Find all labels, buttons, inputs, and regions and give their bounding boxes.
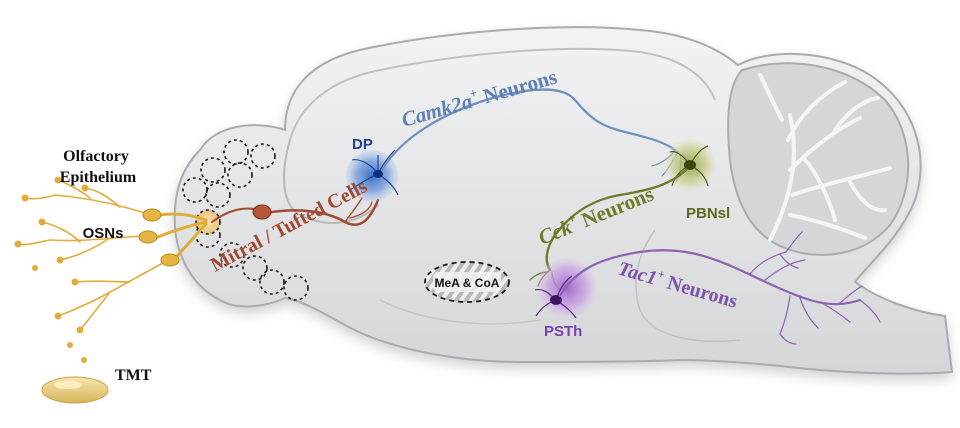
olfactory-line2: Epithelium <box>60 169 137 186</box>
mea-coa-region <box>424 261 510 303</box>
cortex-fold <box>289 47 716 141</box>
olfactory-line1: Olfactory <box>63 148 129 165</box>
camk2a-plus: + <box>468 85 479 101</box>
ventral-fold <box>379 299 541 325</box>
osns-label: OSNs <box>83 225 124 242</box>
tac1-projection <box>558 231 881 345</box>
glomeruli-circles <box>182 139 309 301</box>
dp-soma <box>373 170 383 178</box>
tac1-plus: + <box>656 267 667 282</box>
olfactory-bulb-boundary <box>283 139 379 224</box>
cerebellum <box>727 62 910 256</box>
olfactory-neuron-icon <box>14 176 208 363</box>
mitral-cell-icon <box>211 197 380 226</box>
psth-soma <box>550 295 562 305</box>
psth-label: PSTh <box>544 323 582 340</box>
tmt-label: TMT <box>115 367 152 384</box>
pbnsl-soma <box>684 160 696 170</box>
tmt-drop-icon <box>41 376 109 404</box>
pbnsl-label: PBNsl <box>686 205 730 222</box>
dp-label: DP <box>352 136 373 153</box>
olfactory-epithelium-label: Olfactory Epithelium <box>60 148 137 186</box>
mea-coa-label: MeA & CoA <box>435 276 500 290</box>
